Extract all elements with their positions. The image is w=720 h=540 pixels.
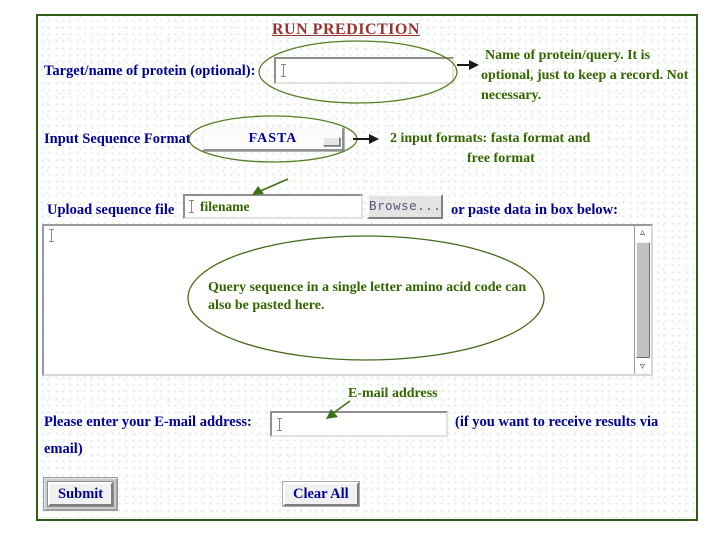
scroll-down-icon[interactable]: ▿ <box>635 360 650 374</box>
email-input[interactable] <box>270 411 448 437</box>
email-suffix-line2: email) <box>44 441 83 457</box>
sequence-note-line2: also be pasted here. <box>208 298 325 313</box>
submit-button-frame: Submit <box>43 477 119 511</box>
clear-all-button[interactable]: Clear All <box>283 482 359 506</box>
text-caret-icon <box>276 418 283 431</box>
paste-note-label: or paste data in box below: <box>451 202 618 218</box>
text-caret-icon <box>280 64 287 77</box>
sequence-textarea[interactable]: ▵ ▿ <box>42 224 653 376</box>
sequence-note-line1: Query sequence in a single letter amino … <box>208 280 527 295</box>
target-note-line1: Name of protein/query. It is <box>485 48 651 63</box>
upload-file-label: Upload sequence file <box>47 202 175 218</box>
email-label: Please enter your E-mail address: <box>44 414 252 430</box>
upload-filename-input[interactable]: filename <box>183 194 363 219</box>
text-caret-icon <box>188 200 195 213</box>
textarea-scrollbar[interactable]: ▵ ▿ <box>634 226 651 374</box>
browse-button[interactable]: Browse... <box>367 194 443 219</box>
submit-button[interactable]: Submit <box>48 482 114 506</box>
email-suffix-line1: (if you want to receive results via <box>455 414 659 430</box>
sequence-format-selected-value: FASTA <box>248 131 298 146</box>
format-note-line2: free format <box>467 151 535 166</box>
page-title: RUN PREDICTION <box>272 21 420 38</box>
target-name-input[interactable] <box>274 57 454 84</box>
text-caret-icon <box>48 229 55 242</box>
format-note-line1: 2 input formats: fasta format and <box>390 131 591 146</box>
upload-filename-value: filename <box>200 199 250 214</box>
dropdown-indicator-icon <box>323 137 340 146</box>
target-note-line3: necessary. <box>481 88 542 103</box>
sequence-format-label: Input Sequence Format <box>44 131 191 147</box>
target-name-label: Target/name of protein (optional): <box>44 63 256 79</box>
sequence-format-dropdown[interactable]: FASTA <box>202 127 344 151</box>
email-pointer-label: E-mail address <box>348 386 438 401</box>
target-note-line2: optional, just to keep a record. Not <box>481 68 689 83</box>
scrollbar-thumb[interactable] <box>636 242 650 358</box>
scroll-up-icon[interactable]: ▵ <box>635 226 650 240</box>
